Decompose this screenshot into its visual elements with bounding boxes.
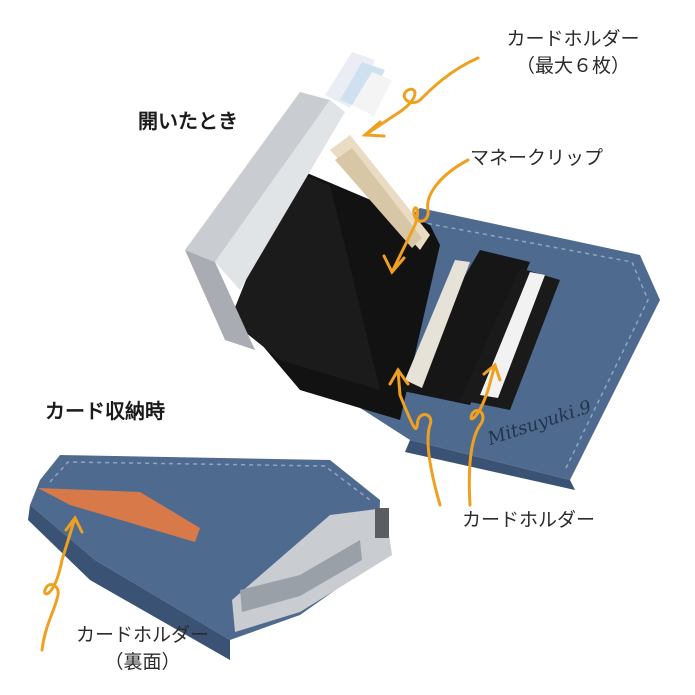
card-in-slot-2 [405, 260, 470, 388]
arrow-card-holder-right-1 [396, 368, 442, 507]
label-card-holder-top: カードホルダー （最大６枚） [478, 24, 668, 78]
annotation-arrows [40, 56, 502, 652]
banknotes-shade [335, 148, 422, 248]
label-card-holder-top-note: （最大６枚） [515, 55, 630, 77]
open-wallet-leather-edge [405, 440, 575, 490]
closed-wallet-edge [28, 505, 230, 660]
label-card-holder-right: カードホルダー [462, 509, 596, 531]
label-open-state: 開いたとき [138, 109, 238, 133]
case-button [375, 508, 389, 538]
label-money-clip: マネークリップ [470, 147, 604, 169]
open-wallet: Mitsuyuki.9 [185, 52, 660, 490]
card-fan-3 [352, 72, 392, 116]
closed-card-stack [240, 540, 362, 612]
arrowhead-card-holder-top [361, 120, 386, 138]
label-card-holder-back-note: （裏面） [104, 651, 181, 673]
open-wallet-inner-flap [230, 170, 380, 390]
closed-wallet [28, 455, 392, 660]
arrow-card-holder-back [40, 516, 77, 652]
closed-wallet-stitching [49, 461, 371, 501]
label-card-holder-top-text: カードホルダー [506, 28, 640, 50]
arrowhead-money-clip [382, 254, 406, 275]
arrowhead-card-holder-right-2 [482, 362, 502, 382]
arrowhead-card-holder-right-1 [388, 367, 410, 386]
aluminum-case-side [185, 250, 255, 350]
arrow-card-holder-top [363, 56, 480, 137]
arrow-money-clip [390, 158, 470, 274]
open-wallet-stitching [419, 221, 649, 469]
aluminum-case-top [185, 92, 330, 262]
aluminum-case-face [215, 100, 345, 290]
label-card-holder-back: カードホルダー （裏面） [55, 620, 230, 674]
back-pocket-card [38, 488, 200, 542]
label-closed-state: カード収納時 [45, 399, 165, 423]
card-slot-1 [398, 250, 530, 405]
arrow-card-holder-right-2 [467, 363, 497, 507]
label-card-holder-back-text: カードホルダー [75, 624, 209, 646]
arrowhead-card-holder-back [64, 515, 84, 534]
